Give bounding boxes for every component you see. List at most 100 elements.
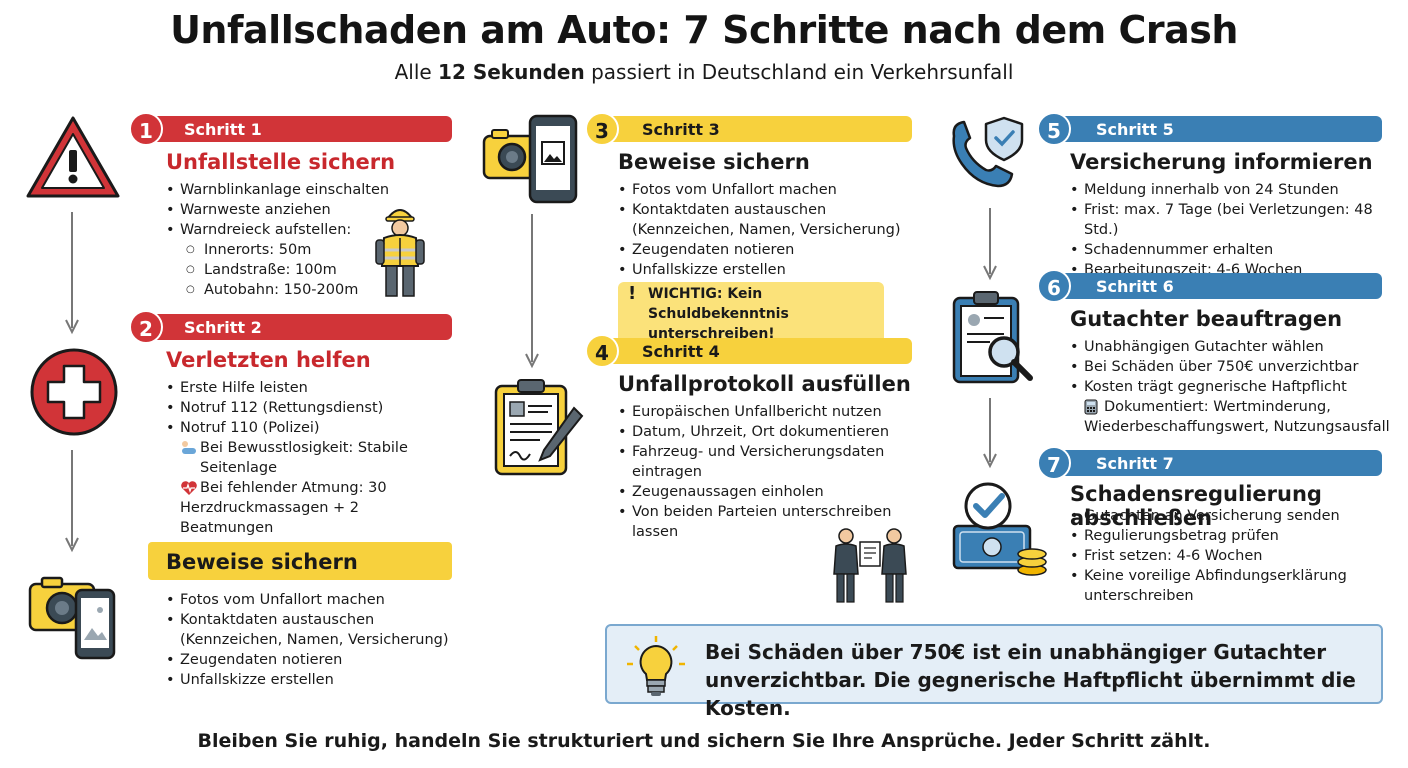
list-note-cont: Seitenlage — [200, 460, 277, 476]
first-aid-cross-icon — [30, 348, 118, 436]
flow-arrow — [65, 450, 79, 553]
tip-box: Bei Schäden über 750€ ist ein unabhängig… — [605, 624, 1383, 720]
list-item-cont: eintragen — [632, 464, 702, 480]
list-item-cont: lassen — [632, 524, 679, 540]
step-6-label: Schritt 6 — [1096, 277, 1174, 296]
phone-shield-icon — [952, 116, 1024, 188]
document-exchange-icon — [833, 528, 907, 603]
step-5-number-badge: 5 — [1037, 112, 1071, 146]
step-3-list: Fotos vom Unfallort machen Kontaktdaten … — [618, 180, 908, 280]
step-1-list: Warnblinkanlage einschalten Warnweste an… — [166, 180, 426, 300]
lightbulb-icon — [627, 636, 685, 696]
step-6-header: Schritt 6 — [1052, 273, 1382, 299]
step-4-header: Schritt 4 — [598, 338, 912, 364]
flow-arrow — [983, 398, 997, 469]
list-item: Europäischen Unfallbericht nutzen — [618, 402, 908, 422]
heart-pulse-icon — [181, 481, 197, 495]
step-2-list: Erste Hilfe leisten Notruf 112 (Rettungs… — [166, 378, 456, 538]
footer-message: Bleiben Sie ruhig, handeln Sie strukturi… — [197, 730, 1211, 752]
list-item: Unfallskizze erstellen — [618, 260, 908, 280]
step-4-label: Schritt 4 — [642, 342, 720, 361]
step-1-number-badge: 1 — [129, 112, 163, 146]
list-item: Meldung innerhalb von 24 Stunden — [1070, 180, 1400, 200]
list-item: Regulierungsbetrag prüfen — [1070, 526, 1400, 546]
list-item: Gutachten an Versicherung senden — [1070, 506, 1400, 526]
step-1-header: Schritt 1 — [140, 116, 452, 142]
tip-line: Bei Schäden über 750€ ist ein unabhängig… — [705, 640, 1327, 664]
tip-text: Bei Schäden über 750€ ist ein unabhängig… — [705, 638, 1381, 722]
step-5-list: Meldung innerhalb von 24 Stunden Frist: … — [1070, 180, 1400, 280]
list-note: Dokumentiert: Wertminderung, — [1070, 397, 1400, 417]
step-3-header: Schritt 3 — [598, 116, 912, 142]
camera-phone-icon — [28, 576, 116, 660]
money-check-icon — [952, 482, 1047, 576]
warning-triangle-icon — [26, 116, 120, 198]
calculator-icon — [1084, 399, 1098, 415]
list-subitem: Landstraße: 100m — [166, 260, 426, 280]
step-3-heading: Beweise sichern — [618, 150, 810, 174]
step-7-number-badge: 7 — [1037, 446, 1071, 480]
list-subitem: Autobahn: 150-200m — [166, 280, 426, 300]
list-item: Frist setzen: 4-6 Wochen — [1070, 546, 1400, 566]
step-7-header: Schritt 7 — [1052, 450, 1382, 476]
step-2-label: Schritt 2 — [184, 318, 262, 337]
list-item: Unabhängigen Gutachter wählen — [1070, 337, 1400, 357]
list-item: Warnweste anziehen — [166, 200, 426, 220]
step-4-list: Europäischen Unfallbericht nutzen Datum,… — [618, 402, 908, 542]
person-recovery-icon — [182, 441, 196, 454]
flow-arrow — [525, 214, 539, 369]
evidence-panel-heading: Beweise sichern — [166, 550, 358, 574]
list-item-cont: unterschreiben — [1084, 588, 1194, 604]
list-item: Schadennummer erhalten — [1070, 240, 1400, 260]
list-note-cont: Wiederbeschaffungswert, Nutzungsausfall — [1084, 419, 1390, 435]
step-6-number-badge: 6 — [1037, 269, 1071, 303]
evidence-panel-header: Beweise sichern — [148, 542, 452, 580]
step-6-list: Unabhängigen Gutachter wählen Bei Schäde… — [1070, 337, 1400, 437]
step-4-number-badge: 4 — [585, 334, 619, 368]
step-3-label: Schritt 3 — [642, 120, 720, 139]
safety-worker-icon — [375, 209, 425, 297]
step-5-label: Schritt 5 — [1096, 120, 1174, 139]
flow-arrow — [983, 208, 997, 281]
list-item: Zeugendaten notieren — [618, 240, 908, 260]
list-item: Notruf 112 (Rettungsdienst) — [166, 398, 456, 418]
step-7-list: Gutachten an Versicherung senden Regulie… — [1070, 506, 1400, 606]
list-item: Fotos vom Unfallort machen — [166, 590, 456, 610]
list-item: Kontaktdaten austauschen — [618, 200, 908, 220]
list-item: Bei Schäden über 750€ unverzichtbar — [1070, 357, 1400, 377]
list-item-cont: (Kennzeichen, Namen, Versicherung) — [180, 632, 449, 648]
step-5-header: Schritt 5 — [1052, 116, 1382, 142]
list-subitem: Innerorts: 50m — [166, 240, 426, 260]
list-item: Datum, Uhrzeit, Ort dokumentieren — [618, 422, 908, 442]
list-item: Fotos vom Unfallort machen — [618, 180, 908, 200]
step-1-heading: Unfallstelle sichern — [166, 150, 396, 174]
list-item: Kosten trägt gegnerische Haftpflicht — [1070, 377, 1400, 397]
list-note: Bei fehlender Atmung: 30 — [166, 478, 456, 498]
tip-line: unverzichtbar. Die gegnerische Haftpflic… — [705, 668, 1356, 720]
step-5-heading: Versicherung informieren — [1070, 150, 1373, 174]
list-item: Erste Hilfe leisten — [166, 378, 456, 398]
list-item-cont: (Kennzeichen, Namen, Versicherung) — [632, 222, 901, 238]
page-title: Unfallschaden am Auto: 7 Schritte nach d… — [170, 8, 1238, 52]
page-subtitle: Alle 12 Sekunden passiert in Deutschland… — [394, 60, 1014, 84]
flow-arrow — [65, 212, 79, 335]
clipboard-form-icon — [494, 379, 584, 476]
list-item: Notruf 110 (Polizei) — [166, 418, 456, 438]
list-item: Unfallskizze erstellen — [166, 670, 456, 690]
step-7-label: Schritt 7 — [1096, 454, 1174, 473]
list-note: Bei Bewusstlosigkeit: Stabile — [166, 438, 456, 458]
warning-line: WICHTIG: Kein Schuldbekenntnis — [648, 286, 789, 322]
step-6-heading: Gutachter beauftragen — [1070, 307, 1343, 331]
step-3-number-badge: 3 — [585, 112, 619, 146]
list-item: Warndreieck aufstellen: — [166, 220, 426, 240]
list-item: Zeugenaussagen einholen — [618, 482, 908, 502]
camera-phone-icon — [482, 114, 578, 204]
list-item: Keine voreilige Abfindungserklärung — [1070, 566, 1400, 586]
list-item: Zeugendaten notieren — [166, 650, 456, 670]
list-item: Kontaktdaten austauschen — [166, 610, 456, 630]
exclamation-icon: ! — [628, 283, 637, 304]
list-item: Fahrzeug- und Versicherungsdaten — [618, 442, 908, 462]
step-4-heading: Unfallprotokoll ausfüllen — [618, 372, 911, 396]
step-2-header: Schritt 2 — [140, 314, 452, 340]
list-item: Von beiden Parteien unterschreiben — [618, 502, 908, 522]
